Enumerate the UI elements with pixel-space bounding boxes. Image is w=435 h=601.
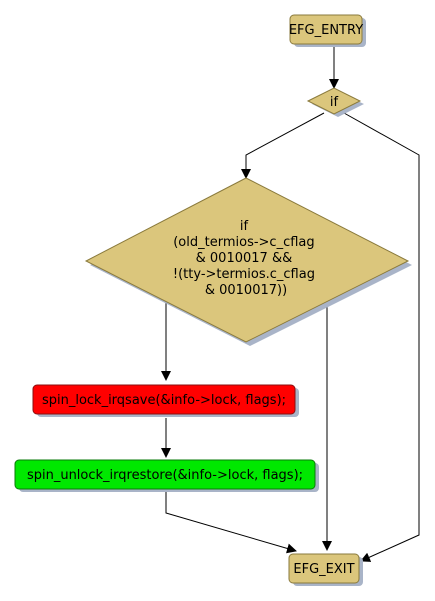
node-if-big[interactable]: if (old_termios->c_cflag & 0010017 && !(…: [84, 177, 412, 346]
node-if-big-line-4: !(tty->termios.c_cflag: [173, 267, 315, 282]
node-entry[interactable]: EFG_ENTRY: [289, 14, 366, 47]
node-if-big-line-5: & 0010017)): [205, 283, 287, 298]
node-if-small-label: if: [330, 95, 339, 110]
node-if-big-label: if (old_termios->c_cflag & 0010017 && !(…: [173, 219, 319, 298]
node-exit-box: [288, 553, 360, 584]
edge-unlock-to-exit: [165, 490, 297, 554]
edge-if-to-bigif: [241, 112, 325, 179]
node-unlock-box: [14, 459, 316, 490]
node-if-big-line-1: if: [240, 219, 249, 234]
node-unlock-label: spin_unlock_irqrestore(&info->lock, flag…: [27, 468, 303, 483]
edges: [161, 45, 420, 562]
node-if-big-line-3: & 0010017 &&: [196, 251, 293, 266]
node-if-big-line-2: (old_termios->c_cflag: [173, 235, 314, 250]
node-if-small[interactable]: if: [306, 87, 364, 117]
edge-if-to-exit: [343, 112, 420, 562]
node-unlock[interactable]: spin_unlock_irqrestore(&info->lock, flag…: [14, 459, 319, 492]
node-if-small-diamond: [306, 87, 362, 115]
node-entry-box: [289, 14, 363, 45]
node-if-big-diamond: [84, 177, 410, 343]
node-lock[interactable]: spin_lock_irqsave(&info->lock, flags);: [32, 384, 299, 417]
node-entry-label: EFG_ENTRY: [289, 23, 363, 38]
node-lock-box: [32, 384, 296, 415]
node-exit-label: EFG_EXIT: [293, 562, 354, 577]
node-lock-label: spin_lock_irqsave(&info->lock, flags);: [42, 393, 286, 408]
node-exit[interactable]: EFG_EXIT: [288, 553, 363, 586]
